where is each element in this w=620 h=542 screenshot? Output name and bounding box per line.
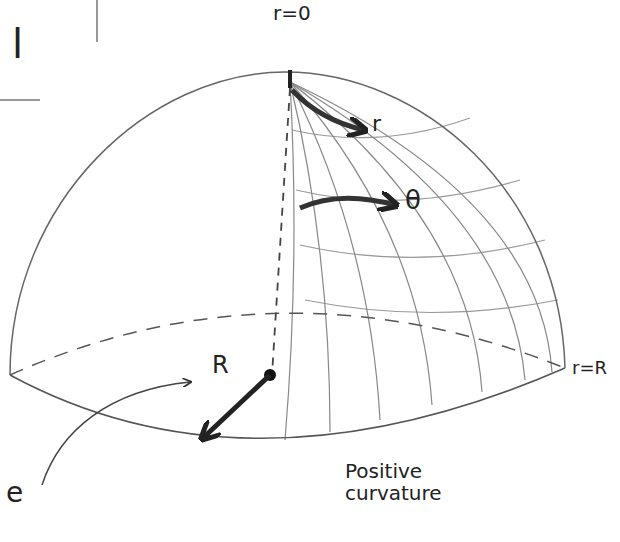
axis-label: θ xyxy=(405,186,421,215)
meridian-lines xyxy=(285,82,552,440)
dome-outline xyxy=(10,72,565,375)
base-back xyxy=(10,313,565,375)
pole-label: r=0 xyxy=(273,2,311,24)
note-fragment: e xyxy=(6,478,23,509)
axis-label: r xyxy=(372,112,381,136)
frame-line xyxy=(96,0,98,42)
base-front xyxy=(10,368,565,438)
axis-line xyxy=(272,88,290,375)
theta-arrow xyxy=(300,198,395,208)
leader-line xyxy=(42,382,190,485)
edge-label: r=R xyxy=(572,358,607,378)
symbol-label: l xyxy=(12,22,23,66)
r-arrow xyxy=(292,90,364,130)
pole-mark xyxy=(288,70,292,88)
radius-label: R xyxy=(212,352,229,378)
radius-arrow xyxy=(203,375,270,438)
caption-note: Positive curvature xyxy=(345,460,475,504)
parallel-lines xyxy=(292,118,558,313)
frame-line xyxy=(0,99,40,101)
